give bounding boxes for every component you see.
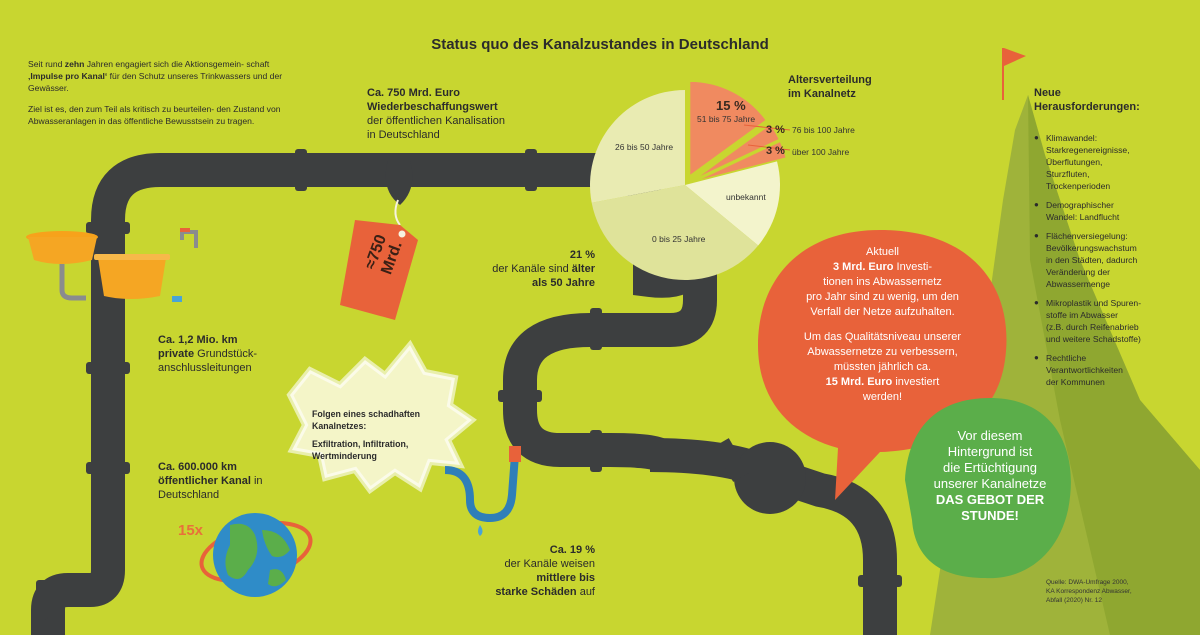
- globe-land: [268, 569, 286, 587]
- sink-drain: [59, 264, 86, 301]
- public-sewer-label: Ca. 600.000 km öffentlicher Kanal in Deu…: [158, 461, 263, 501]
- challenge-text: Wandel: Landflucht: [1046, 212, 1120, 222]
- pipe-flange: [858, 575, 902, 587]
- challenge-text: Flächenversiegelung:: [1046, 231, 1128, 241]
- age-chart-title: Altersverteilung im Kanalnetz: [788, 74, 872, 100]
- pipe-flange: [86, 462, 130, 474]
- cta-bubble-shape: [905, 398, 1071, 579]
- pie-slice-label: über 100 Jahre: [792, 147, 850, 157]
- challenge-text: Verantwortlichkeiten: [1046, 365, 1123, 375]
- older-sewers-label: 21 % der Kanäle sind älter als 50 Jahre: [492, 249, 595, 289]
- cta-bubble-text: Vor diesem Hintergrund ist die Ertüchtig…: [933, 428, 1047, 523]
- challenge-text: Bevölkerungswachstum: [1046, 243, 1137, 253]
- pie-slice: [688, 80, 768, 178]
- pie-slice: [591, 185, 759, 280]
- private-lines-label: Ca. 1,2 Mio. km private Grundstück- ansc…: [158, 334, 258, 374]
- challenge-text: Starkregenereignisse,: [1046, 145, 1130, 155]
- tag-string: [394, 199, 401, 226]
- pie-value-label: 3 %: [766, 145, 785, 157]
- pie-slice: [685, 161, 780, 246]
- pie-slice: [590, 90, 685, 203]
- pipe-flange: [86, 222, 130, 234]
- globe-multiplier-label: 15x: [178, 522, 204, 539]
- pie-value-label: 15 %: [716, 98, 746, 113]
- tag-hole: [398, 230, 406, 238]
- pipe-junction: [734, 442, 806, 514]
- invest-bubble-text: Aktuell 3 Mrd. Euro Investi- tionen ins …: [803, 246, 962, 403]
- pipe-flange: [590, 430, 602, 472]
- pie-slice-label: unbekannt: [726, 192, 766, 202]
- pie-slice-label: 26 bis 50 Jahre: [615, 142, 674, 152]
- intro-text: Seit rund zehn Jahren engagiert sich die…: [28, 59, 283, 126]
- water-drop-icon: [478, 525, 483, 536]
- pipe-flange: [525, 149, 537, 191]
- pipe-flange: [590, 308, 602, 350]
- challenge-text: Abwassermenge: [1046, 279, 1111, 289]
- pie-slice-label: 51 bis 75 Jahre: [697, 114, 756, 124]
- challenge-item: ● Flächenversiegelung: Bevölkerungswachstu…: [1034, 230, 1194, 290]
- pipe-flange: [295, 149, 307, 191]
- pipe-lower: [503, 220, 717, 471]
- challenge-text: Demographischer: [1046, 200, 1114, 210]
- page-title: Status quo des Kanalzustandes in Deutsch…: [431, 36, 769, 53]
- mountain-shade: [1028, 95, 1200, 635]
- source-note: Quelle: DWA-Umfrage 2000, KA Korresponde…: [1046, 579, 1132, 604]
- challenge-text: der Kommunen: [1046, 377, 1105, 387]
- damage-label: Ca. 19 % der Kanäle weisen mittlere bis …: [495, 544, 595, 598]
- pipe-upper: [31, 153, 707, 635]
- pipe-flange: [36, 580, 48, 620]
- challenge-text: Veränderung der: [1046, 267, 1111, 277]
- replacement-value-label: Ca. 750 Mrd. Euro Wiederbeschaffungswert…: [367, 87, 506, 141]
- bullet-icon: ●: [1034, 200, 1039, 209]
- challenge-item: ● Klimawandel: Starkregenereignisse, Überfl…: [1034, 132, 1194, 192]
- pipe-right: [649, 438, 897, 635]
- age-pie-chart: [590, 80, 788, 280]
- pipe-flange: [713, 438, 749, 482]
- price-tag: [340, 220, 418, 320]
- challenge-text: (z.B. durch Reifenabrieb: [1046, 322, 1139, 332]
- siphon-cap: [509, 446, 521, 462]
- pipe-flange: [86, 362, 130, 374]
- pie-leader: [747, 144, 791, 151]
- faucet-handle: [180, 228, 190, 232]
- challenge-text: Überflutungen,: [1046, 157, 1103, 167]
- burst-text: Folgen eines schadhaften Kanalnetzes: Ex…: [312, 409, 421, 461]
- bullet-icon: ●: [1034, 133, 1039, 142]
- challenge-item: ● Mikroplastik und Spuren-stoffe im Abwas…: [1034, 297, 1194, 345]
- flag-icon: [1004, 48, 1026, 66]
- challenge-text: stoffe im Abwasser: [1046, 310, 1118, 320]
- bullet-icon: ●: [1034, 353, 1039, 362]
- faucet-icon: [180, 230, 198, 248]
- bathtub-icon: [98, 258, 166, 299]
- challenge-text: Trockenperioden: [1046, 181, 1111, 191]
- siphon-pipe: [444, 454, 519, 523]
- challenge-text: Mikroplastik und Spuren-: [1046, 298, 1142, 308]
- globe-land: [262, 530, 290, 558]
- bullet-icon: ●: [1034, 298, 1039, 307]
- burst-outline: [286, 339, 477, 495]
- pipe-flange: [498, 390, 542, 402]
- pie-value-label: 3 %: [766, 124, 785, 136]
- pie-slice-label: 76 bis 100 Jahre: [792, 125, 855, 135]
- pie-leader: [743, 124, 791, 131]
- globe-land: [225, 523, 258, 579]
- bathtub-leg: [172, 296, 182, 302]
- challenge-text: in den Städten, dadurch: [1046, 255, 1138, 265]
- bullet-icon: ●: [1034, 231, 1039, 240]
- challenge-text: Sturzfluten,: [1046, 169, 1090, 179]
- challenge-text: Klimawandel:: [1046, 133, 1098, 143]
- pie-slice-label: 0 bis 25 Jahre: [652, 234, 706, 244]
- challenge-text: und weitere Schadstoffe): [1046, 334, 1141, 344]
- pie-slice: [693, 123, 781, 181]
- challenge-text: Rechtliche: [1046, 353, 1087, 363]
- bathtub-rim: [94, 254, 170, 260]
- sink-basin: [28, 237, 97, 264]
- pipe-knot: [385, 160, 413, 205]
- burst-shape: [290, 345, 472, 490]
